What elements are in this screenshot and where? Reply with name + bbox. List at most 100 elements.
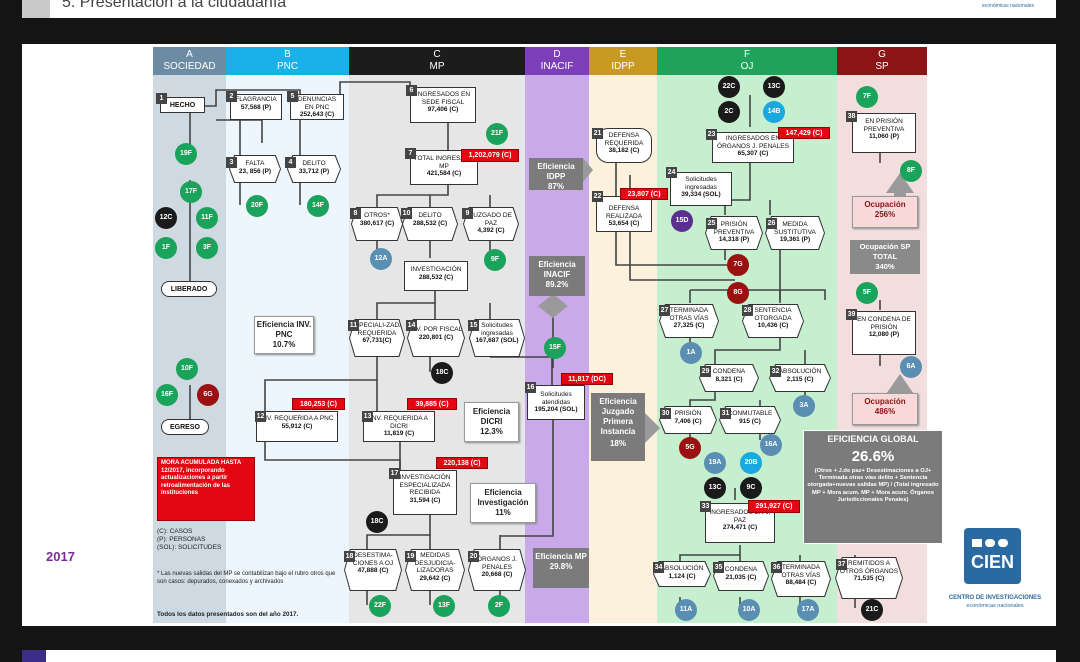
tag-mora-23: 147,429 (C) [778, 127, 830, 139]
node-circle-16A: 16A [760, 434, 782, 456]
node-number: 8 [350, 208, 361, 219]
node-circle-2C: 2C [718, 101, 740, 123]
node-number: 3 [226, 157, 237, 168]
node-number: 23 [706, 129, 717, 140]
node-circle-9C: 9C [740, 477, 762, 499]
col-letter: F [743, 49, 751, 60]
node-number: 22 [592, 191, 603, 202]
logo-subtitle-2: económicas nacionales [966, 603, 1024, 609]
node-number: 18 [344, 551, 355, 562]
node-circle-22C: 22C [718, 76, 740, 98]
col-letter: B [284, 49, 291, 60]
global-efficiency-value: 26.6% [851, 448, 895, 465]
node-circle-12C: 12C [155, 207, 177, 229]
node-number: 10 [401, 208, 412, 219]
node-circle-12A: 12A [370, 248, 392, 270]
node-number: 11 [348, 320, 359, 331]
top-slide-strip: 5. Presentación a la ciudadanía económic… [22, 0, 1056, 18]
node-number: 2 [226, 91, 237, 102]
tag-mora-mp: 1,202,079 (C) [461, 149, 519, 162]
node-number: 37 [836, 559, 847, 570]
node-number: 29 [700, 366, 711, 377]
logo-squares [972, 536, 1012, 550]
node-circle-15F: 15F [544, 337, 566, 359]
node-number: 19 [405, 551, 416, 562]
node-number: 35 [713, 562, 724, 573]
year-label: 2017 [46, 549, 75, 564]
node-circle-8G: 8G [727, 282, 749, 304]
node-egreso: EGRESO [161, 419, 209, 435]
bottom-slide-strip [22, 650, 1056, 662]
node-liberado: LIBERADO [161, 281, 217, 297]
node-circle-21F: 21F [486, 123, 508, 145]
node-number: 34 [653, 562, 664, 573]
previous-slide-title: 5. Presentación a la ciudadanía [62, 0, 287, 11]
col-name: IDPP [611, 61, 635, 72]
node-number: 20 [468, 551, 479, 562]
node-number: 32 [770, 366, 781, 377]
global-efficiency-formula: (Otros + J.de paz+ Desestimaciones a OJ+… [807, 468, 939, 503]
node-number: 13 [362, 411, 373, 422]
node-circle-5G: 5G [679, 437, 701, 459]
node-circle-1F: 1F [155, 237, 177, 259]
node-number: 28 [742, 305, 753, 316]
node-number: 16 [525, 382, 536, 393]
tag-mora-16: 11,817 (DC) [561, 373, 613, 385]
logo-name: CIEN [970, 552, 1014, 572]
node-circle-10A: 10A [738, 599, 760, 621]
node-hecho: HECHO [160, 97, 205, 113]
global-efficiency-title: EFICIENCIA GLOBAL [827, 434, 919, 444]
node-number: 5 [287, 91, 298, 102]
footnote-salidas: * Las nuevas salidas del MP se contabili… [157, 571, 336, 585]
logo-subtitle: CENTRO DE INVESTIGACIONES [948, 595, 1042, 601]
legend-casos: (C): CASOS [157, 528, 193, 535]
node-circle-13C: 13C [763, 76, 785, 98]
node-circle-14F: 14F [307, 195, 329, 217]
node-circle-20B: 20B [740, 452, 762, 474]
top-slide-marker [22, 0, 50, 18]
col-letter: A [186, 49, 193, 60]
col-name: PNC [276, 61, 299, 72]
node-circle-14B: 14B [763, 101, 785, 123]
node-number: 14 [406, 320, 417, 331]
node-number: 39 [846, 309, 857, 320]
tag-mora-17: 220,138 (C) [436, 457, 488, 469]
node-circle-8F: 8F [900, 160, 922, 182]
node-circle-6A: 6A [900, 356, 922, 378]
node-circle-7G: 7G [727, 254, 749, 276]
tag-mora-33: 291,927 (C) [748, 500, 800, 513]
legend-solicitudes: (SOL): SOLICITUDES [157, 544, 222, 551]
bottom-slide-marker [22, 650, 46, 662]
col-name: OJ [740, 61, 754, 72]
tag-mora-13: 39,885 (C) [407, 398, 457, 410]
node-circle-18C: 18C [366, 511, 388, 533]
node-number: 27 [659, 305, 670, 316]
node-circle-3F: 3F [196, 237, 218, 259]
node-number: 17 [389, 468, 400, 479]
node-number: 24 [666, 167, 677, 178]
